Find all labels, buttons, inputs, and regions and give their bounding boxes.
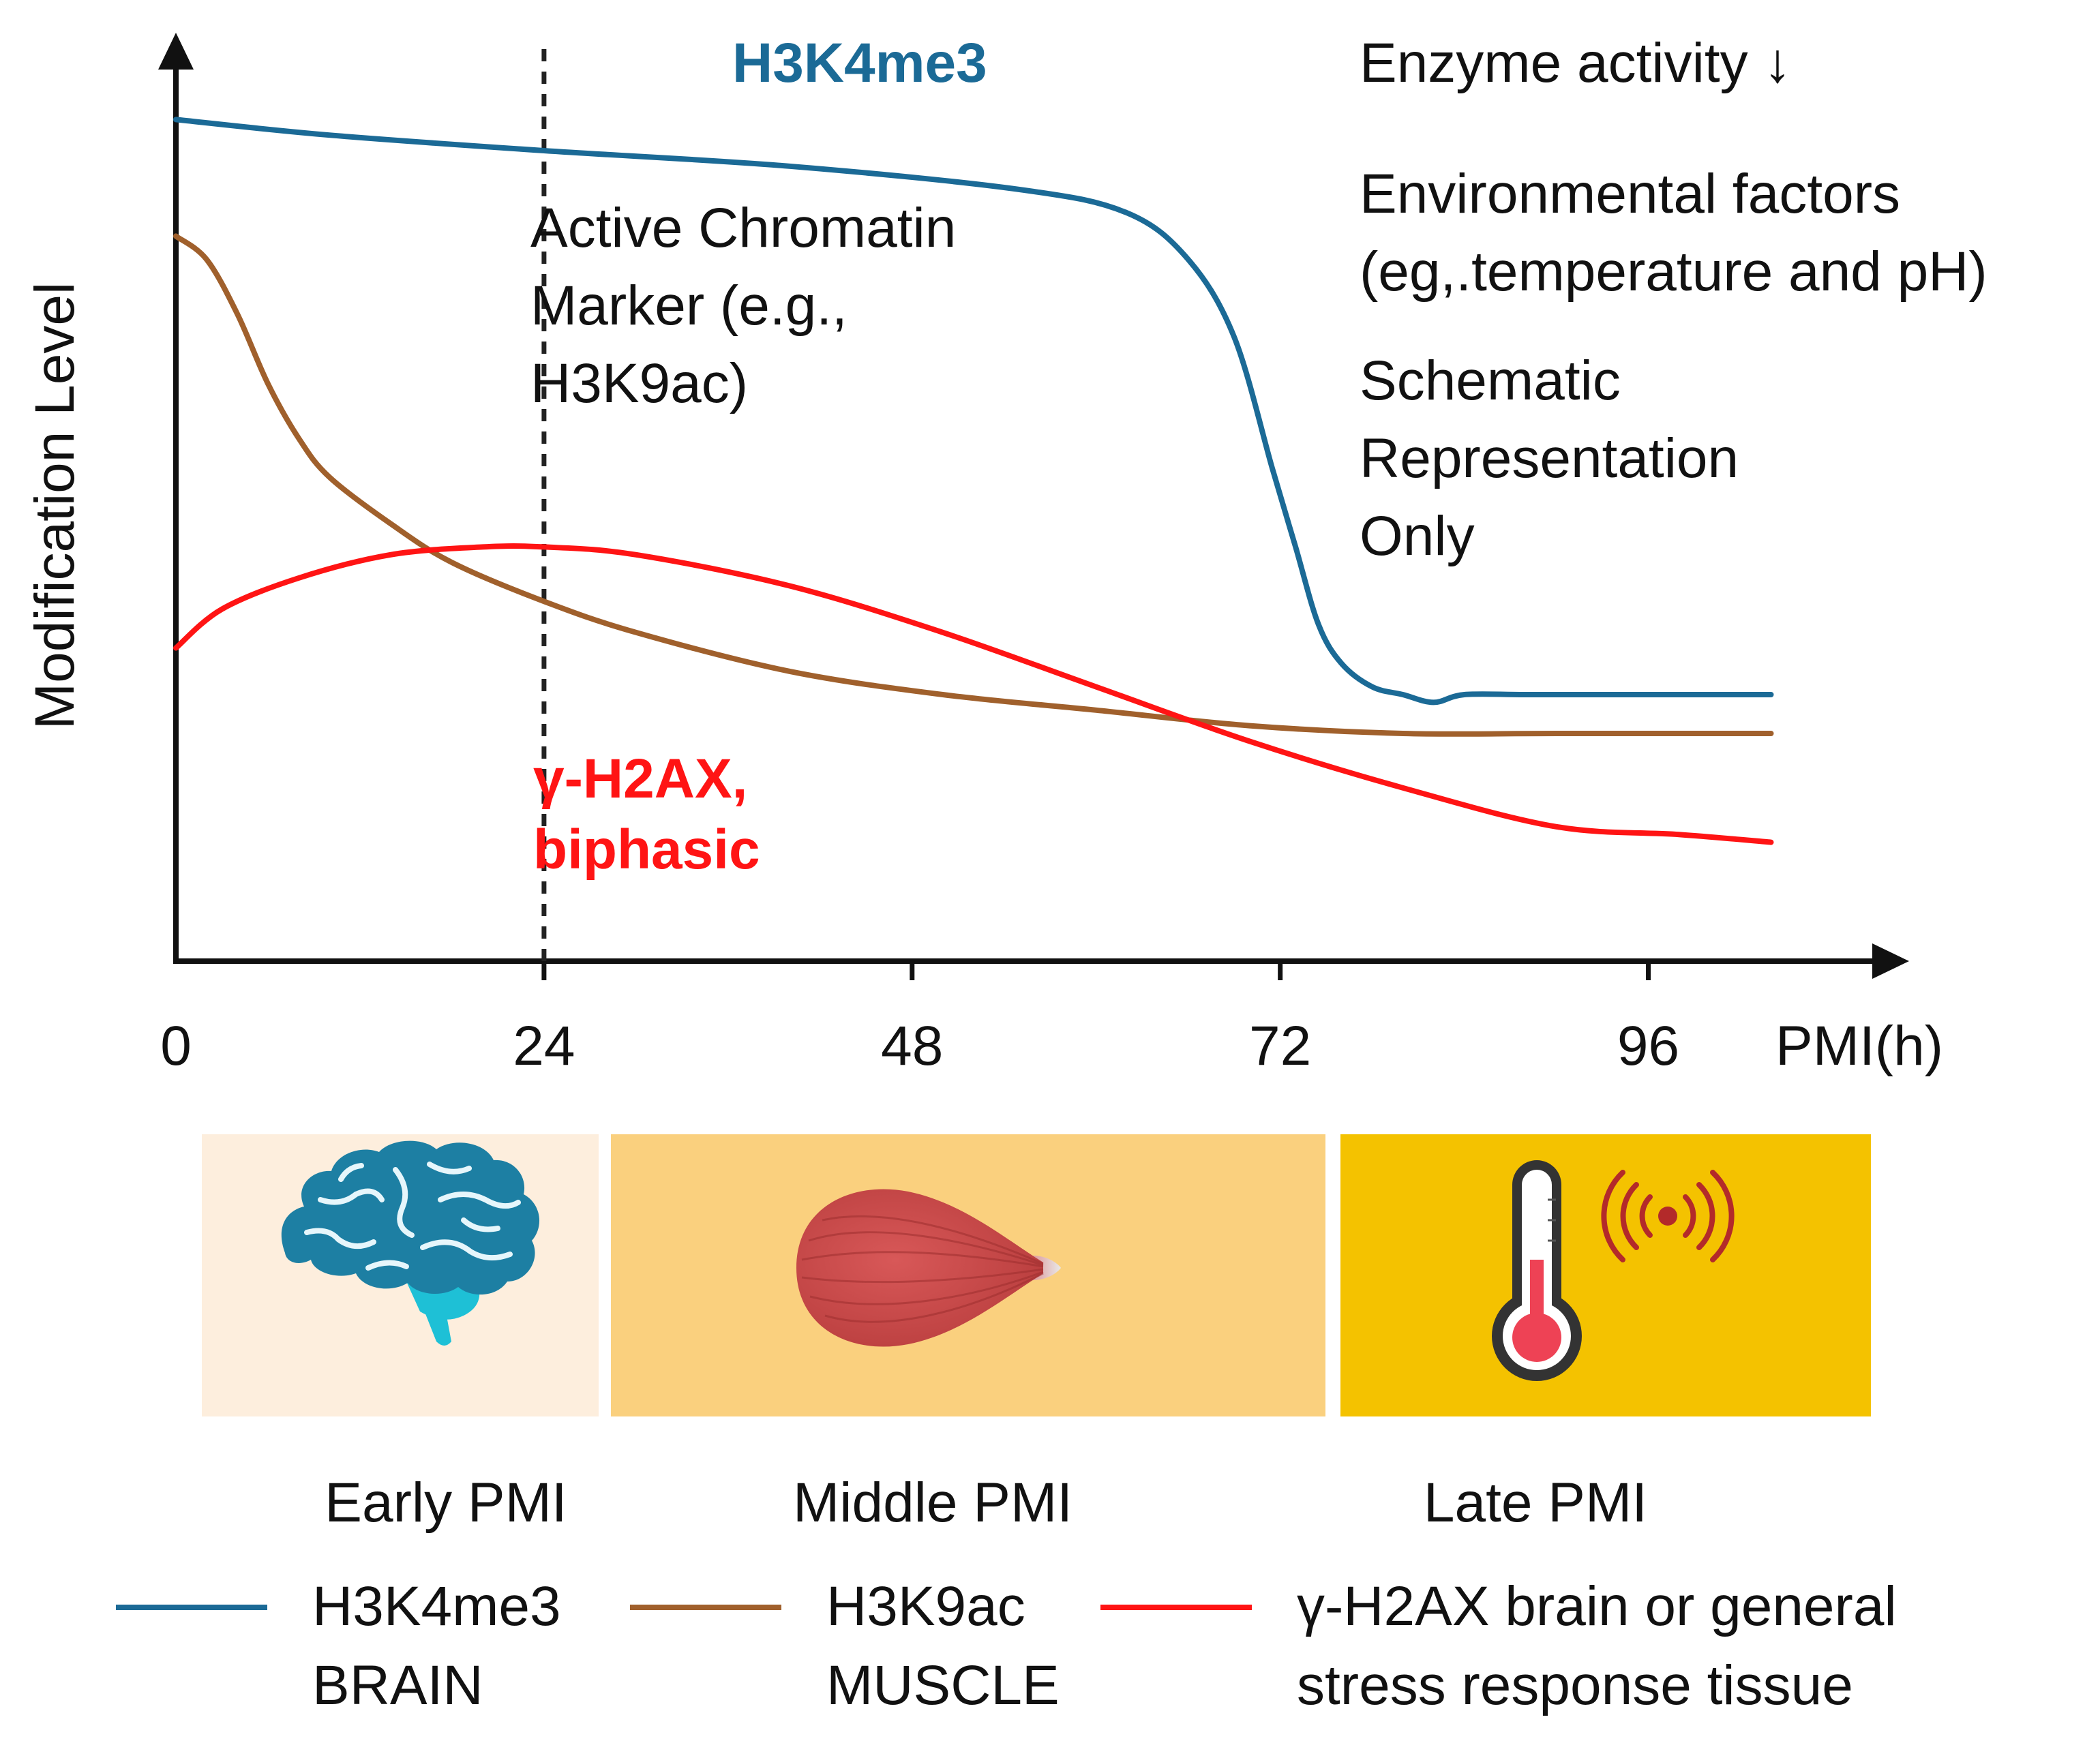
legend-label-h3k4me3: H3K4me3: [312, 1575, 561, 1637]
gamma-h2ax-note-line2: biphasic: [533, 819, 760, 881]
x-tick-label-48: 48: [881, 1015, 943, 1077]
series-lines: [173, 117, 1774, 845]
environmental-factors-note: Environmental factors: [1360, 163, 1900, 225]
legend-label-brain: BRAIN: [312, 1654, 483, 1716]
x-tick-label-96: 96: [1617, 1015, 1679, 1077]
chart-plot-area: 0 24 48 72 96 Modification Level PMI(h) H3K4…: [24, 32, 1987, 1077]
signal-icon: [1601, 1170, 1735, 1262]
h3k4me3-annotation: H3K4me3: [732, 32, 987, 94]
series-line-gamma-h2ax: [173, 543, 1774, 845]
x-tick-label-72: 72: [1249, 1015, 1311, 1077]
environmental-factors-example: (eg,.temperature and pH): [1360, 241, 1987, 303]
early-pmi-label: Early PMI: [325, 1472, 567, 1534]
brain-icon: [281, 1140, 540, 1346]
x-tick-label-24: 24: [513, 1015, 575, 1077]
schematic-note-line1: Schematic: [1360, 350, 1621, 412]
series-line-h3k4me3: [173, 117, 1774, 706]
schematic-note-line2: Representation: [1360, 427, 1739, 489]
active-chromatin-note-line1: Active Chromatin: [530, 197, 956, 259]
active-chromatin-note-line2: Marker (e.g.,: [530, 275, 847, 337]
pmi-stage-panels: Early PMI Middle PMI Late PMI: [202, 1134, 1871, 1534]
x-axis-unit-label: PMI(h): [1775, 1015, 1943, 1077]
gamma-h2ax-note-line1: γ-H2AX,: [533, 748, 747, 810]
legend-label-gamma-h2ax: γ-H2AX brain or general: [1297, 1575, 1897, 1637]
y-axis-arrow: [158, 33, 194, 70]
enzyme-activity-note: Enzyme activity ↓: [1360, 32, 1791, 94]
legend-label-muscle: MUSCLE: [826, 1654, 1060, 1716]
late-pmi-label: Late PMI: [1424, 1472, 1647, 1534]
muscle-icon: [796, 1189, 1061, 1347]
y-axis-label: Modification Level: [24, 282, 86, 729]
x-tick-labels: 0 24 48 72 96: [160, 1015, 1679, 1077]
active-chromatin-note-line3: H3K9ac): [530, 352, 748, 414]
x-tick-label-0: 0: [160, 1015, 192, 1077]
series-line-h3k9ac: [173, 233, 1774, 737]
late-pmi-panel: [1340, 1134, 1871, 1416]
legend-label-stress-tissue: stress response tissue: [1297, 1654, 1853, 1716]
legend: H3K4me3 BRAIN H3K9ac MUSCLE γ-H2AX brain…: [116, 1575, 1897, 1716]
middle-pmi-label: Middle PMI: [793, 1472, 1072, 1534]
x-ticks: [541, 961, 1651, 980]
legend-label-h3k9ac: H3K9ac: [826, 1575, 1025, 1637]
x-axis-arrow: [1872, 943, 1909, 979]
thermometer-icon: [1492, 1160, 1582, 1381]
schematic-note-line3: Only: [1360, 505, 1475, 567]
